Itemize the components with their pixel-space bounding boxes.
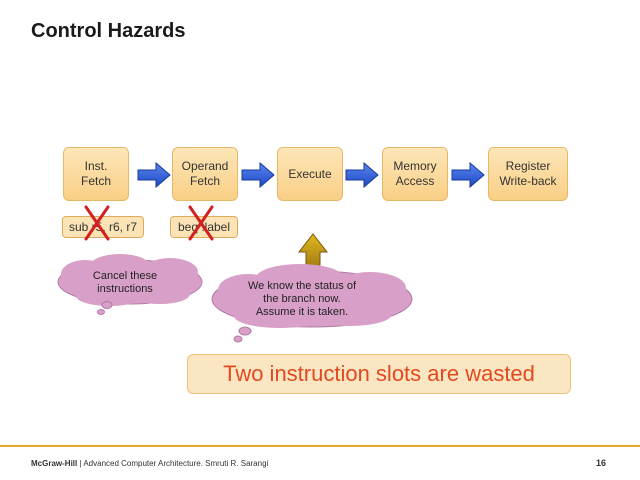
stage-inst-fetch: Inst. Fetch [63, 147, 129, 201]
branch-cloud [211, 264, 413, 343]
publisher-name: McGraw-Hill [31, 459, 78, 468]
stage-memory-access: Memory Access [382, 147, 448, 201]
cancel-cloud [57, 254, 203, 315]
page-number: 16 [596, 458, 607, 468]
stage-register-write-back: Register Write-back [488, 147, 568, 201]
pipeline-arrow-3 [345, 161, 379, 189]
footer-credit: McGraw-Hill | Advanced Computer Architec… [31, 459, 268, 468]
cancel-callout-text: Cancel these instructions [92, 270, 158, 295]
instruction-sub: sub r5, r6, r7 [62, 216, 144, 238]
stage-operand-fetch: Operand Fetch [172, 147, 238, 201]
slide-title: Control Hazards [31, 20, 186, 42]
pipeline-arrow-1 [137, 161, 171, 189]
wasted-slots-banner: Two instruction slots are wasted [187, 354, 571, 394]
footer-separator: | [79, 459, 82, 468]
branch-callout-text: We know the status of the branch now. As… [247, 280, 357, 318]
cancel-x-icon [84, 205, 110, 241]
pipeline-arrow-4 [451, 161, 485, 189]
book-title: Advanced Computer Architecture. Smruti R… [83, 459, 269, 468]
stage-execute: Execute [277, 147, 343, 201]
pipeline-arrow-2 [241, 161, 275, 189]
footer-rule [0, 445, 640, 447]
cancel-x-icon [188, 205, 214, 241]
